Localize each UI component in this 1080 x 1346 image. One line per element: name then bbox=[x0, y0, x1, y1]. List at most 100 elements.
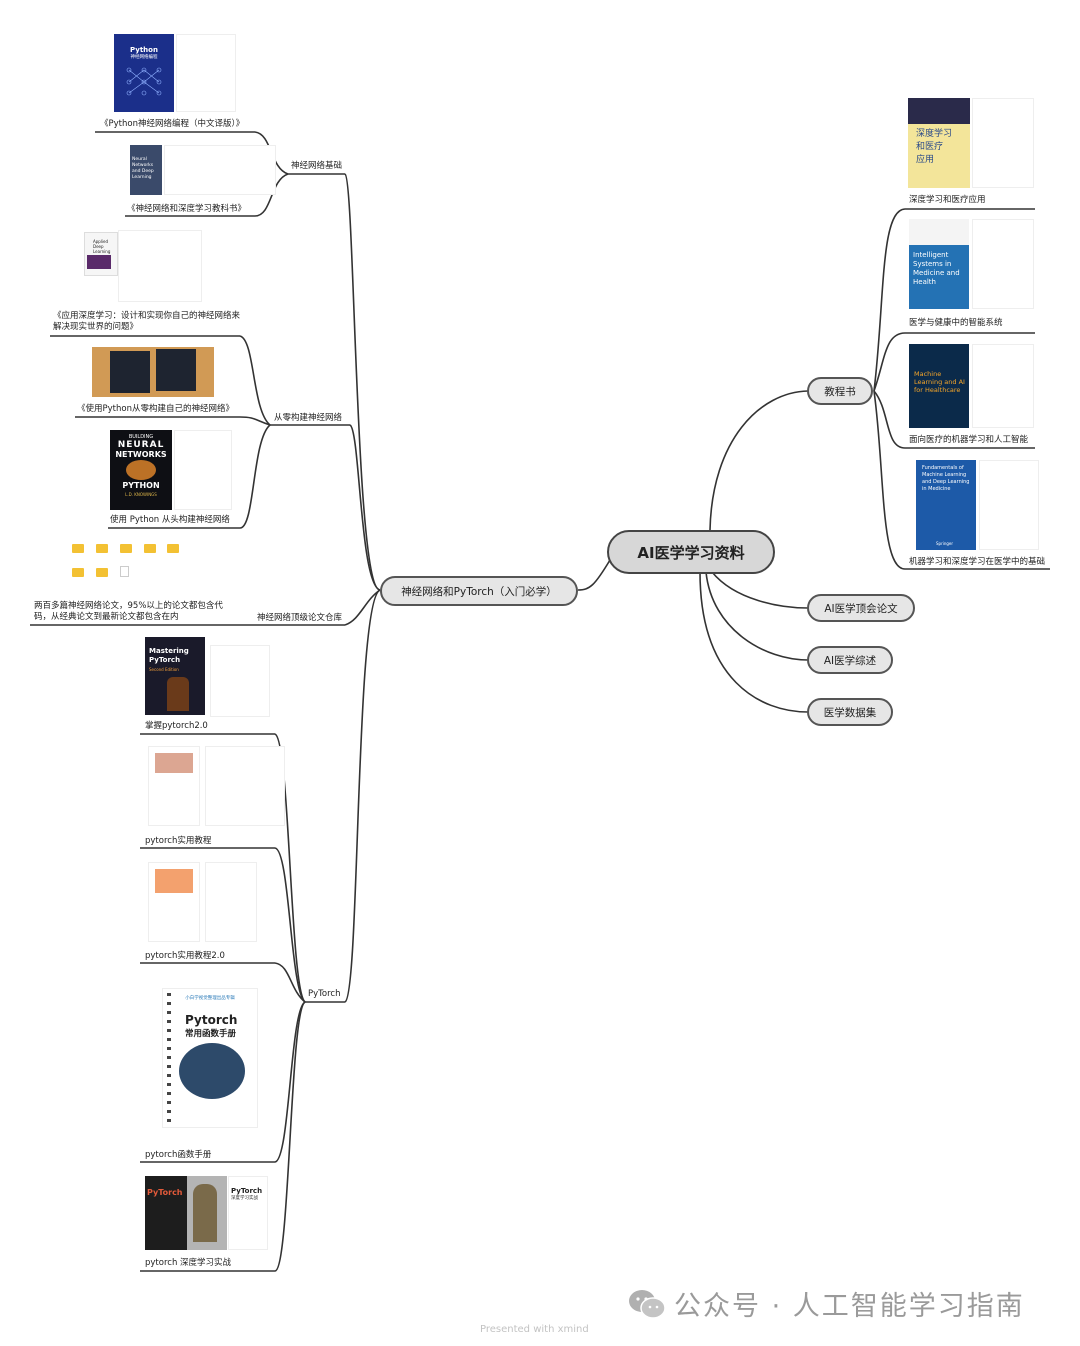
cover-illustration bbox=[179, 1043, 245, 1099]
photo-python-build[interactable] bbox=[92, 347, 214, 397]
file-icon[interactable] bbox=[120, 566, 129, 577]
node-datasets[interactable]: 医学数据集 bbox=[807, 698, 893, 726]
cover-pt-dl-2[interactable] bbox=[187, 1176, 227, 1250]
cover-title3: 应用 bbox=[916, 155, 935, 165]
cover-title: Python bbox=[130, 46, 158, 54]
cover-dl-med[interactable]: 深度学习 和医疗 应用 bbox=[908, 98, 970, 188]
folder-grid bbox=[72, 544, 192, 588]
cover-title: PyTorch bbox=[147, 1188, 183, 1197]
title-page-sub: 深度学习实战 bbox=[231, 1196, 258, 1201]
page-pt-tutorial2-1 bbox=[148, 862, 200, 942]
cover-title: Intelligent Systems in Medicine and Heal… bbox=[913, 251, 960, 286]
conf-papers-label: AI医学顶会论文 bbox=[824, 602, 898, 615]
item-papers-note[interactable]: 两百多篇神经网络论文，95%以上的论文都包含代码，从经典论文到最新论文都包含在内 bbox=[34, 601, 223, 622]
title-page-intelligent bbox=[972, 219, 1034, 309]
item-pytorch2[interactable]: 掌握pytorch2.0 bbox=[145, 721, 208, 731]
book-left bbox=[110, 351, 150, 393]
cover-subtitle: 神经网络编程 bbox=[130, 55, 158, 60]
title-page-fund bbox=[979, 460, 1039, 550]
title-page-ml-ai bbox=[972, 344, 1034, 428]
cover-band bbox=[908, 98, 970, 124]
cover-ml-ai[interactable]: Machine Learning and AI for Healthcare bbox=[909, 344, 969, 428]
brain-graphic bbox=[126, 460, 156, 480]
folder-icon[interactable] bbox=[120, 544, 132, 553]
cover-figure bbox=[167, 677, 189, 711]
node-textbooks[interactable]: 教程书 bbox=[807, 377, 873, 405]
footer-credit[interactable]: Presented with xmind bbox=[480, 1324, 589, 1335]
item-pt-func[interactable]: pytorch函数手册 bbox=[145, 1150, 212, 1160]
page-pt-tutorial-1 bbox=[148, 746, 200, 826]
cover-pt-dl-1[interactable]: PyTorch bbox=[145, 1176, 187, 1250]
folder-icon[interactable] bbox=[167, 544, 179, 553]
page-applied-dl bbox=[118, 230, 202, 302]
cover-top-text: 小白学视觉整理出品专辑 bbox=[185, 996, 235, 1001]
item-pt-dl[interactable]: pytorch 深度学习实战 bbox=[145, 1258, 232, 1268]
group-pytorch[interactable]: PyTorch bbox=[308, 989, 341, 999]
cover-applied-dl[interactable]: Applied Deep Learning bbox=[84, 232, 118, 276]
cover-title: Machine Learning and AI for Healthcare bbox=[914, 370, 965, 394]
item-python-build[interactable]: 《使用Python从零构建自己的神经网络》 bbox=[77, 404, 234, 414]
node-conf-papers[interactable]: AI医学顶会论文 bbox=[807, 594, 915, 622]
left-branch-node[interactable]: 神经网络和PyTorch（入门必学） bbox=[380, 576, 578, 606]
cover-title1: 深度学习 bbox=[916, 129, 953, 139]
title-page-mastering bbox=[210, 645, 270, 717]
cover-nn-dl[interactable]: Neural Networks and Deep Learning bbox=[130, 145, 162, 195]
cover-line2: NEURAL bbox=[117, 440, 165, 450]
wechat-icon bbox=[629, 1289, 666, 1319]
root-label: AI医学学习资料 bbox=[637, 543, 745, 562]
binder-rings bbox=[167, 993, 171, 1123]
watermark-text: 公众号 · 人工智能学习指南 bbox=[674, 1291, 1025, 1322]
node-review[interactable]: AI医学综述 bbox=[807, 646, 893, 674]
folder-icon[interactable] bbox=[96, 544, 108, 553]
cover-title2: 常用函数手册 bbox=[185, 1029, 237, 1039]
cover-edition: Second Edition bbox=[149, 667, 179, 672]
item-applied-dl[interactable]: 《应用深度学习：设计和实现你自己的神经网络来解决现实世界的问题》 bbox=[53, 311, 241, 332]
textbooks-label: 教程书 bbox=[824, 385, 856, 398]
textbook-fund[interactable]: 机器学习和深度学习在医学中的基础 bbox=[909, 557, 1046, 567]
cover-title: Mastering PyTorch bbox=[149, 647, 189, 664]
cover-title: Fundamentals of Machine Learning and Dee… bbox=[922, 465, 970, 492]
page-pt-tutorial-2 bbox=[205, 746, 285, 826]
item-nn-dl-textbook[interactable]: 《神经网络和深度学习教科书》 bbox=[127, 204, 247, 214]
cover-fund[interactable]: Fundamentals of Machine Learning and Dee… bbox=[916, 460, 976, 550]
toc-page-python-nn bbox=[176, 34, 236, 112]
title-page-pt-dl: PyTorch 深度学习实战 bbox=[228, 1176, 268, 1250]
group-basics[interactable]: 神经网络基础 bbox=[291, 161, 343, 171]
datasets-label: 医学数据集 bbox=[823, 706, 877, 719]
cover-line4: PYTHON bbox=[122, 481, 160, 490]
folder-icon[interactable] bbox=[96, 568, 108, 577]
item-pt-tutorial2[interactable]: pytorch实用教程2.0 bbox=[145, 951, 225, 961]
text-page-nn-dl bbox=[164, 145, 276, 195]
left-branch-label: 神经网络和PyTorch（入门必学） bbox=[401, 585, 557, 598]
cover-mastering-pytorch[interactable]: Mastering PyTorch Second Edition bbox=[145, 637, 205, 715]
title-page-neural bbox=[174, 430, 232, 510]
cover-python-nn[interactable]: Python 神经网络编程 bbox=[114, 34, 174, 112]
cover-line1: BUILDING bbox=[128, 434, 154, 440]
item-pt-tutorial[interactable]: pytorch实用教程 bbox=[145, 836, 212, 846]
textbook-ml-ai[interactable]: 面向医疗的机器学习和人工智能 bbox=[909, 435, 1029, 445]
page-pt-tutorial2-2 bbox=[205, 862, 257, 942]
cover-line3: NETWORKS bbox=[115, 450, 167, 459]
textbook-dl-med[interactable]: 深度学习和医疗应用 bbox=[909, 195, 986, 205]
watermark: 公众号 · 人工智能学习指南 bbox=[628, 1284, 1025, 1323]
cover-title2: 和医疗 bbox=[916, 142, 944, 152]
cover-pt-func[interactable]: 小白学视觉整理出品专辑 Pytorch 常用函数手册 bbox=[162, 988, 258, 1128]
cover-neural-networks[interactable]: BUILDING NEURAL NETWORKS PYTHON L.D. KNO… bbox=[110, 430, 172, 510]
cover-figure bbox=[193, 1184, 217, 1242]
folder-icon[interactable] bbox=[144, 544, 156, 553]
cover-title: Applied Deep Learning bbox=[93, 239, 111, 254]
cover-intelligent[interactable]: Intelligent Systems in Medicine and Heal… bbox=[909, 219, 969, 309]
folder-icon[interactable] bbox=[72, 544, 84, 553]
group-scratch[interactable]: 从零构建神经网络 bbox=[274, 413, 343, 423]
item-python-scratch[interactable]: 使用 Python 从头构建神经网络 bbox=[110, 515, 230, 525]
group-papers[interactable]: 神经网络顶级论文仓库 bbox=[257, 613, 343, 623]
folder-icon[interactable] bbox=[72, 568, 84, 577]
textbook-intelligent[interactable]: 医学与健康中的智能系统 bbox=[909, 318, 1003, 328]
root-node[interactable]: AI医学学习资料 bbox=[607, 530, 775, 574]
review-label: AI医学综述 bbox=[823, 654, 877, 667]
item-python-nn[interactable]: 《Python神经网络编程（中文译版）》 bbox=[100, 119, 245, 129]
book-right bbox=[156, 349, 196, 391]
title-page-title: PyTorch bbox=[231, 1187, 263, 1195]
cover-publisher: Springer bbox=[936, 541, 954, 546]
